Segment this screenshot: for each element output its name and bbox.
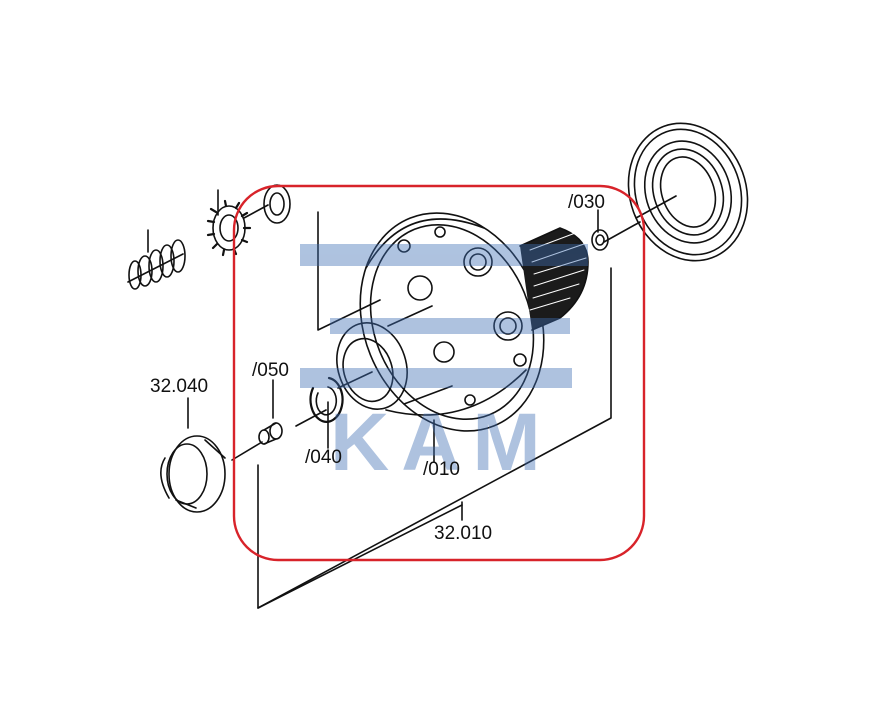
bearing-ring-32040 — [160, 435, 226, 513]
differential-housing-010 — [336, 212, 589, 432]
assembly-bracket-lines — [147, 189, 677, 609]
snap-ring-040 — [309, 376, 344, 423]
spring-part — [127, 239, 186, 290]
large-bearing — [627, 122, 749, 262]
callout-040: /040 — [305, 447, 342, 468]
callout-050: /050 — [252, 360, 289, 381]
callout-010: /010 — [423, 459, 460, 480]
snap-ring-030 — [591, 229, 609, 251]
pin-050 — [258, 422, 283, 445]
small-gear-part — [206, 199, 252, 257]
callout-32010: 32.010 — [434, 523, 493, 544]
highlight-frame — [232, 184, 646, 562]
callout-030: /030 — [568, 192, 605, 213]
svg-text:KAM: KAM — [330, 397, 553, 488]
kam-watermark: KAM — [300, 244, 588, 488]
callout-32040: 32.040 — [150, 376, 209, 397]
thrust-washer-top — [263, 184, 291, 224]
